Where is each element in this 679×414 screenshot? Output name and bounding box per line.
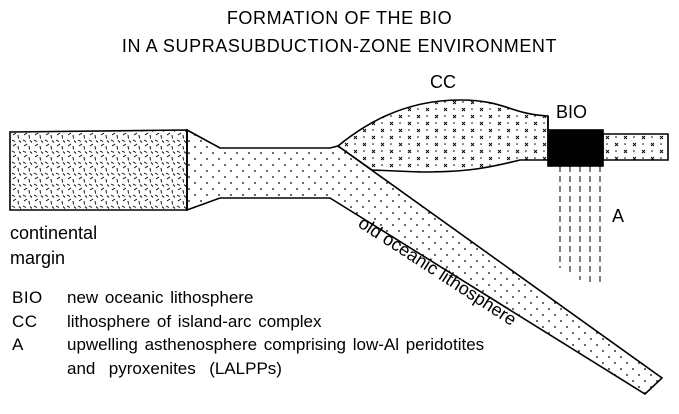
label-cc: CC	[430, 72, 456, 92]
legend-row-a: A upwelling asthenosphere comprising low…	[12, 333, 672, 380]
upwelling-asthenosphere	[560, 166, 600, 286]
label-bio: BIO	[556, 102, 587, 122]
label-a: A	[612, 206, 624, 226]
new-oceanic-lithosphere-block	[548, 130, 603, 166]
legend-text-cc: lithosphere of island-arc complex	[67, 310, 672, 334]
legend-key-a: A	[12, 333, 67, 357]
continental-margin-block	[10, 130, 187, 210]
legend-text-bio: new oceanic lithosphere	[67, 286, 672, 310]
label-margin: margin	[10, 248, 65, 268]
island-arc-complex-lithosphere	[338, 100, 548, 172]
legend-row-cc: CC lithosphere of island-arc complex	[12, 310, 672, 334]
label-continental: continental	[10, 223, 97, 243]
legend-key-cc: CC	[12, 310, 67, 334]
legend: BIO new oceanic lithosphere CC lithosphe…	[12, 286, 672, 380]
legend-text-a: upwelling asthenosphere comprising low-A…	[67, 333, 672, 380]
legend-key-bio: BIO	[12, 286, 67, 310]
right-arc-lithosphere	[603, 134, 668, 160]
legend-row-bio: BIO new oceanic lithosphere	[12, 286, 672, 310]
